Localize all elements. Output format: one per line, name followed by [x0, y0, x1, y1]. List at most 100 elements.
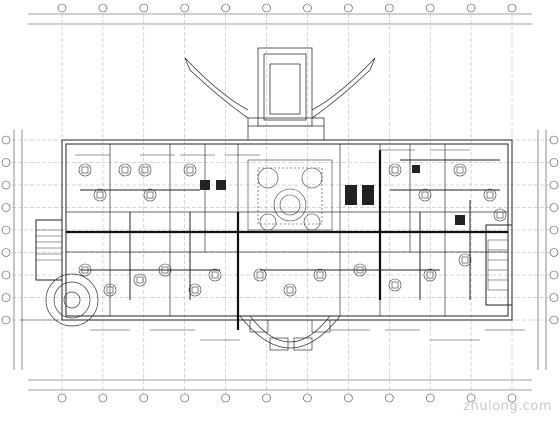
diffuser	[103, 283, 117, 297]
diffuser-core	[426, 271, 434, 279]
axis-bubble	[1, 158, 11, 167]
axis-bubbles	[1, 3, 559, 403]
entrance-canopy	[184, 47, 376, 141]
axis-bubble	[180, 393, 190, 403]
diffuser-core	[486, 191, 494, 199]
axis-bubble	[549, 270, 559, 280]
diffuser	[388, 278, 402, 292]
diffuser	[158, 263, 172, 277]
vertical-axis-grid	[61, 8, 513, 395]
diffuser-core	[81, 266, 89, 274]
axis-bubble	[549, 203, 559, 212]
axis-bubble	[57, 393, 67, 403]
axis-bubble	[1, 293, 11, 302]
left-dimension-lines	[13, 130, 23, 370]
diffuser	[118, 163, 132, 177]
diffuser-core	[496, 211, 504, 219]
bottom-dimension-lines	[28, 379, 532, 391]
axis-bubble	[1, 135, 11, 145]
diffuser-core	[81, 166, 89, 174]
diffuser-core	[161, 266, 169, 274]
diffuser-core	[211, 271, 219, 279]
diffuser-core	[141, 166, 149, 174]
diffuser-core	[421, 191, 429, 199]
axis-bubble	[98, 3, 108, 13]
diffuser-core	[96, 191, 104, 199]
diffuser-core	[146, 191, 154, 199]
axis-bubble	[303, 393, 312, 403]
diffuser	[423, 268, 437, 282]
axis-bubble	[221, 3, 230, 13]
axis-bubble	[1, 315, 11, 325]
diffuser	[78, 263, 92, 277]
axis-bubble	[1, 270, 11, 280]
axis-bubble	[303, 3, 312, 13]
axis-bubble	[344, 393, 353, 403]
diffuser-core	[256, 271, 264, 279]
branch-ducts	[80, 159, 500, 300]
diffuser-core	[391, 166, 399, 174]
axis-bubble	[507, 393, 517, 403]
axis-bubble	[344, 3, 353, 13]
right-dimension-lines	[537, 130, 547, 370]
axis-bubble	[425, 393, 435, 403]
corner-tower	[45, 273, 99, 327]
air-diffusers	[78, 163, 507, 297]
top-dimension-lines	[28, 13, 532, 25]
axis-bubble	[549, 248, 559, 257]
equipment-units	[200, 165, 465, 225]
axis-bubble	[425, 3, 435, 13]
diffuser-core	[121, 166, 129, 174]
diffuser	[418, 188, 432, 202]
axis-bubble	[549, 158, 559, 167]
axis-bubble	[262, 393, 271, 403]
diffuser	[353, 263, 367, 277]
diffuser	[388, 163, 402, 177]
diffuser-core	[391, 281, 399, 289]
diffuser	[78, 163, 92, 177]
axis-bubble	[384, 3, 394, 13]
axis-bubble	[549, 135, 559, 145]
axis-bubble	[384, 393, 394, 403]
diffuser	[93, 188, 107, 202]
watermark: zhulong.com	[463, 399, 552, 414]
axis-bubble	[57, 3, 67, 13]
axis-bubble	[549, 225, 559, 235]
diffuser	[143, 188, 157, 202]
diffuser-core	[456, 166, 464, 174]
diffuser-core	[191, 286, 199, 294]
stair-left	[36, 229, 62, 261]
axis-bubble	[262, 3, 271, 13]
axis-bubble	[139, 393, 149, 403]
diffuser	[188, 283, 202, 297]
axis-bubble	[549, 293, 559, 302]
axis-bubble	[466, 393, 476, 403]
diffuser-core	[286, 286, 294, 294]
diffuser	[313, 268, 327, 282]
axis-bubble	[1, 203, 11, 212]
diffuser-core	[106, 286, 114, 294]
diffuser	[283, 283, 297, 297]
main-ducts	[66, 150, 508, 330]
diffuser	[208, 268, 222, 282]
diffuser	[138, 163, 152, 177]
axis-bubble	[507, 3, 517, 13]
stair-right	[487, 239, 509, 291]
axis-bubble	[549, 315, 559, 325]
axis-bubble	[549, 180, 559, 190]
diffuser	[453, 163, 467, 177]
diffuser	[183, 163, 197, 177]
axis-bubble	[1, 180, 11, 190]
diffuser-core	[356, 266, 364, 274]
diffuser	[493, 208, 507, 222]
diffuser-core	[316, 271, 324, 279]
axis-bubble	[180, 3, 190, 13]
axis-bubble	[466, 3, 476, 13]
axis-bubble	[1, 248, 11, 257]
annotation-leaders	[20, 149, 525, 341]
diffuser-core	[136, 276, 144, 284]
diffuser	[483, 188, 497, 202]
diffuser-core	[186, 166, 194, 174]
